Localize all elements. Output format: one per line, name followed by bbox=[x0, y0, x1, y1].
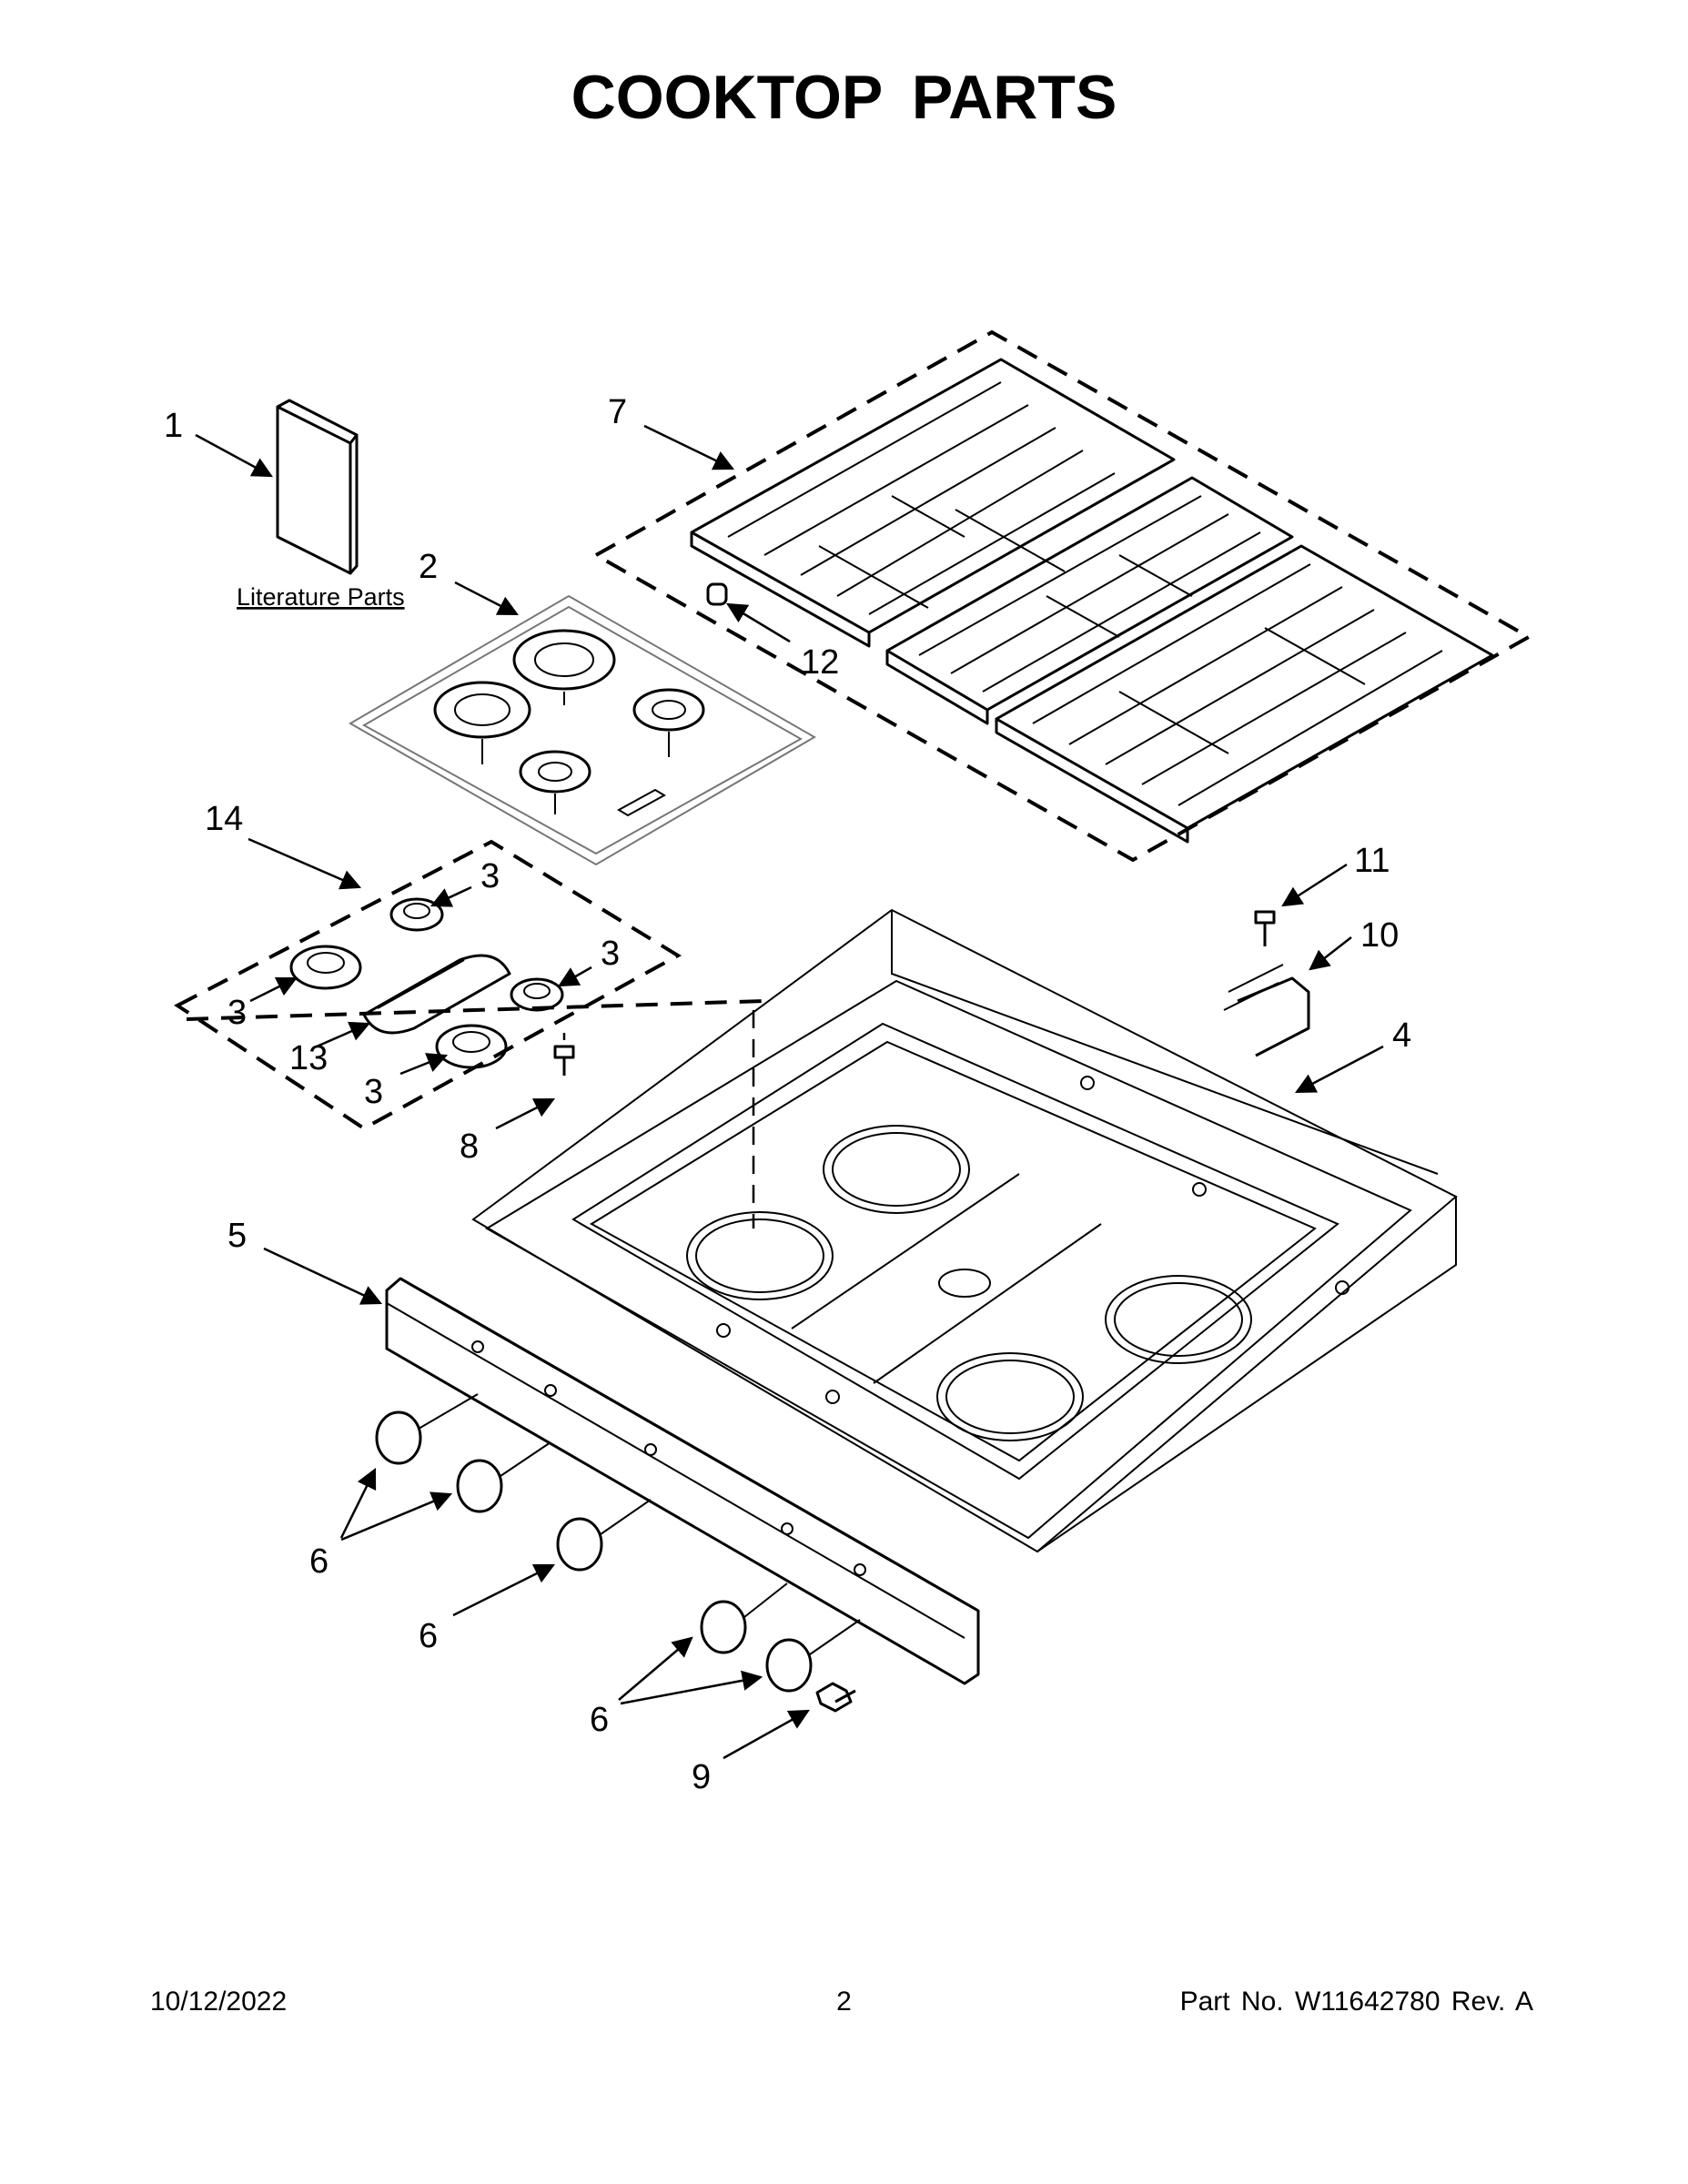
callout-5: 5 bbox=[227, 1217, 247, 1255]
part-10-bracket bbox=[1223, 964, 1310, 1057]
callout-11: 11 bbox=[1354, 842, 1390, 880]
part-12-grate-foot bbox=[706, 582, 728, 606]
callout-leaders bbox=[195, 424, 1384, 1760]
part-13-cover bbox=[362, 954, 511, 1035]
callout-3c: 3 bbox=[601, 935, 620, 973]
part-8-screw bbox=[553, 1033, 575, 1076]
callout-numbers: 1 2 7 12 14 3 3 3 13 3 8 11 10 4 5 6 6 6… bbox=[164, 393, 1411, 1796]
literature-parts-label: Literature Parts bbox=[237, 583, 405, 611]
callout-2: 2 bbox=[419, 548, 438, 586]
part-4-main-top bbox=[471, 908, 1458, 1553]
part-2-cooktop-overlay bbox=[349, 594, 816, 866]
part-11-screw bbox=[1254, 910, 1276, 946]
callout-6c: 6 bbox=[590, 1701, 609, 1739]
callout-14: 14 bbox=[205, 800, 243, 838]
callout-10: 10 bbox=[1360, 916, 1399, 955]
footer-part-number: Part No. W11642780 Rev. A bbox=[1179, 1987, 1533, 2017]
page-title: COOKTOP PARTS bbox=[571, 63, 1117, 132]
part-5-manifold-panel bbox=[385, 1277, 980, 1685]
footer-page-number: 2 bbox=[836, 1987, 852, 2017]
callout-12: 12 bbox=[801, 643, 839, 682]
callout-3b: 3 bbox=[227, 994, 247, 1032]
callout-9: 9 bbox=[692, 1758, 711, 1796]
part-14-burner-kit bbox=[174, 839, 765, 1131]
part-7-grates bbox=[591, 329, 1533, 863]
callout-13: 13 bbox=[289, 1039, 328, 1077]
part-6-knobs bbox=[375, 1393, 861, 1693]
part-9-screw bbox=[815, 1682, 856, 1713]
callout-3a: 3 bbox=[480, 857, 500, 895]
callout-7: 7 bbox=[608, 393, 627, 431]
callout-1: 1 bbox=[164, 407, 183, 445]
callout-3d: 3 bbox=[364, 1073, 383, 1111]
callout-4: 4 bbox=[1392, 1016, 1411, 1055]
callout-6a: 6 bbox=[309, 1542, 329, 1581]
callout-8: 8 bbox=[460, 1127, 479, 1166]
footer-date: 10/12/2022 bbox=[150, 1987, 288, 2017]
part-1-literature: Literature Parts bbox=[237, 399, 405, 611]
callout-6b: 6 bbox=[419, 1617, 438, 1655]
